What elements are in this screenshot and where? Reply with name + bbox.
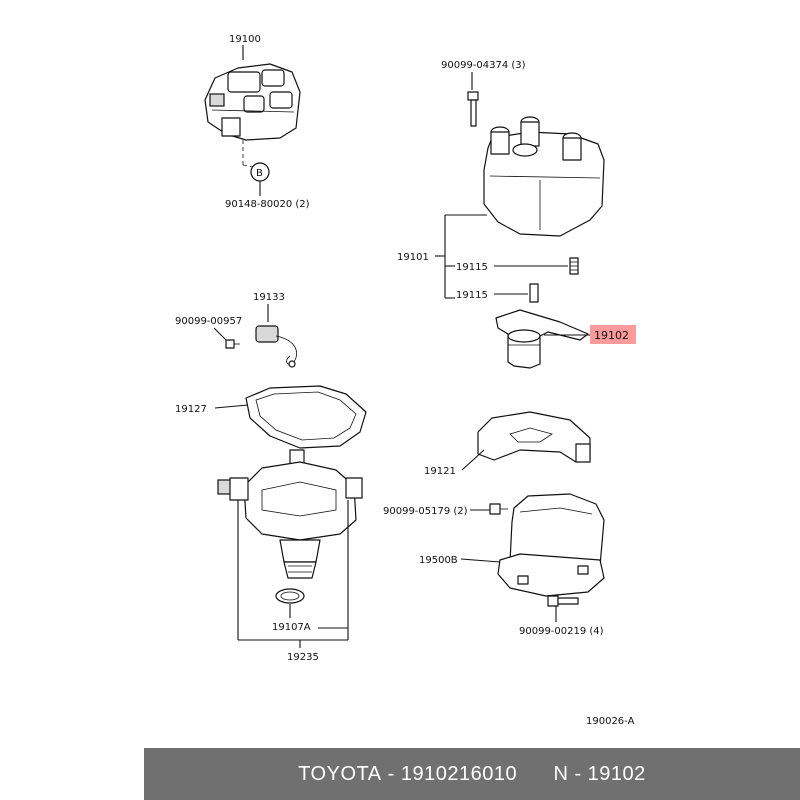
label-19107a: 19107A xyxy=(272,622,311,633)
sensor-illustration xyxy=(255,325,297,368)
igniter-module-illustration xyxy=(497,493,605,597)
footer-bar: TOYOTA - 1910216010 N - 19102 xyxy=(144,748,800,800)
label-90099-04374: 90099-04374 (3) xyxy=(441,60,526,71)
screw-illustration xyxy=(225,339,240,349)
label-19100: 19100 xyxy=(229,34,261,45)
label-90099-00219: 90099-00219 (4) xyxy=(519,626,604,637)
housing-illustration xyxy=(217,449,363,579)
footer-separator: - xyxy=(381,762,401,785)
distributor-cap-illustration xyxy=(483,116,605,237)
distributor-assembly-illustration xyxy=(204,45,301,196)
label-90099-00957: 90099-00957 xyxy=(175,316,242,327)
label-19500b: 19500B xyxy=(419,555,458,566)
footer-n-value: 19102 xyxy=(587,762,646,785)
rotor-illustration xyxy=(495,309,589,369)
label-90099-05179: 90099-05179 (2) xyxy=(383,506,468,517)
nut-illustration xyxy=(489,503,508,515)
highlight-19102 xyxy=(590,325,636,344)
label-19115-brush: 19115 xyxy=(456,290,488,301)
footer-n-prefix: N - xyxy=(553,762,588,785)
label-90148-80020: 90148-80020 (2) xyxy=(225,199,310,210)
label-19121: 19121 xyxy=(424,466,456,477)
label-19127: 19127 xyxy=(175,404,207,415)
module-bolt-illustration xyxy=(547,595,579,607)
label-19101: 19101 xyxy=(397,252,429,263)
label-b-marker: B xyxy=(256,168,263,179)
gasket-illustration xyxy=(245,385,367,449)
cover-illustration xyxy=(477,411,591,463)
o-ring-illustration xyxy=(275,588,305,604)
footer-part-number: 1910216010 xyxy=(400,762,518,785)
diagram-reference-code: 190026-A xyxy=(586,716,635,727)
label-19102: 19102 xyxy=(594,329,629,342)
label-19133: 19133 xyxy=(253,292,285,303)
label-19115-spring: 19115 xyxy=(456,262,488,273)
spring-illustration xyxy=(569,257,579,275)
footer-gap xyxy=(517,763,553,786)
parts-diagram: 19100 B 90148-80020 (2) 90099-04374 (3) … xyxy=(175,34,636,727)
label-19235: 19235 xyxy=(287,652,319,663)
bolt-illustration xyxy=(467,91,479,127)
footer-brand: TOYOTA xyxy=(298,762,382,785)
carbon-brush-illustration xyxy=(529,283,539,303)
